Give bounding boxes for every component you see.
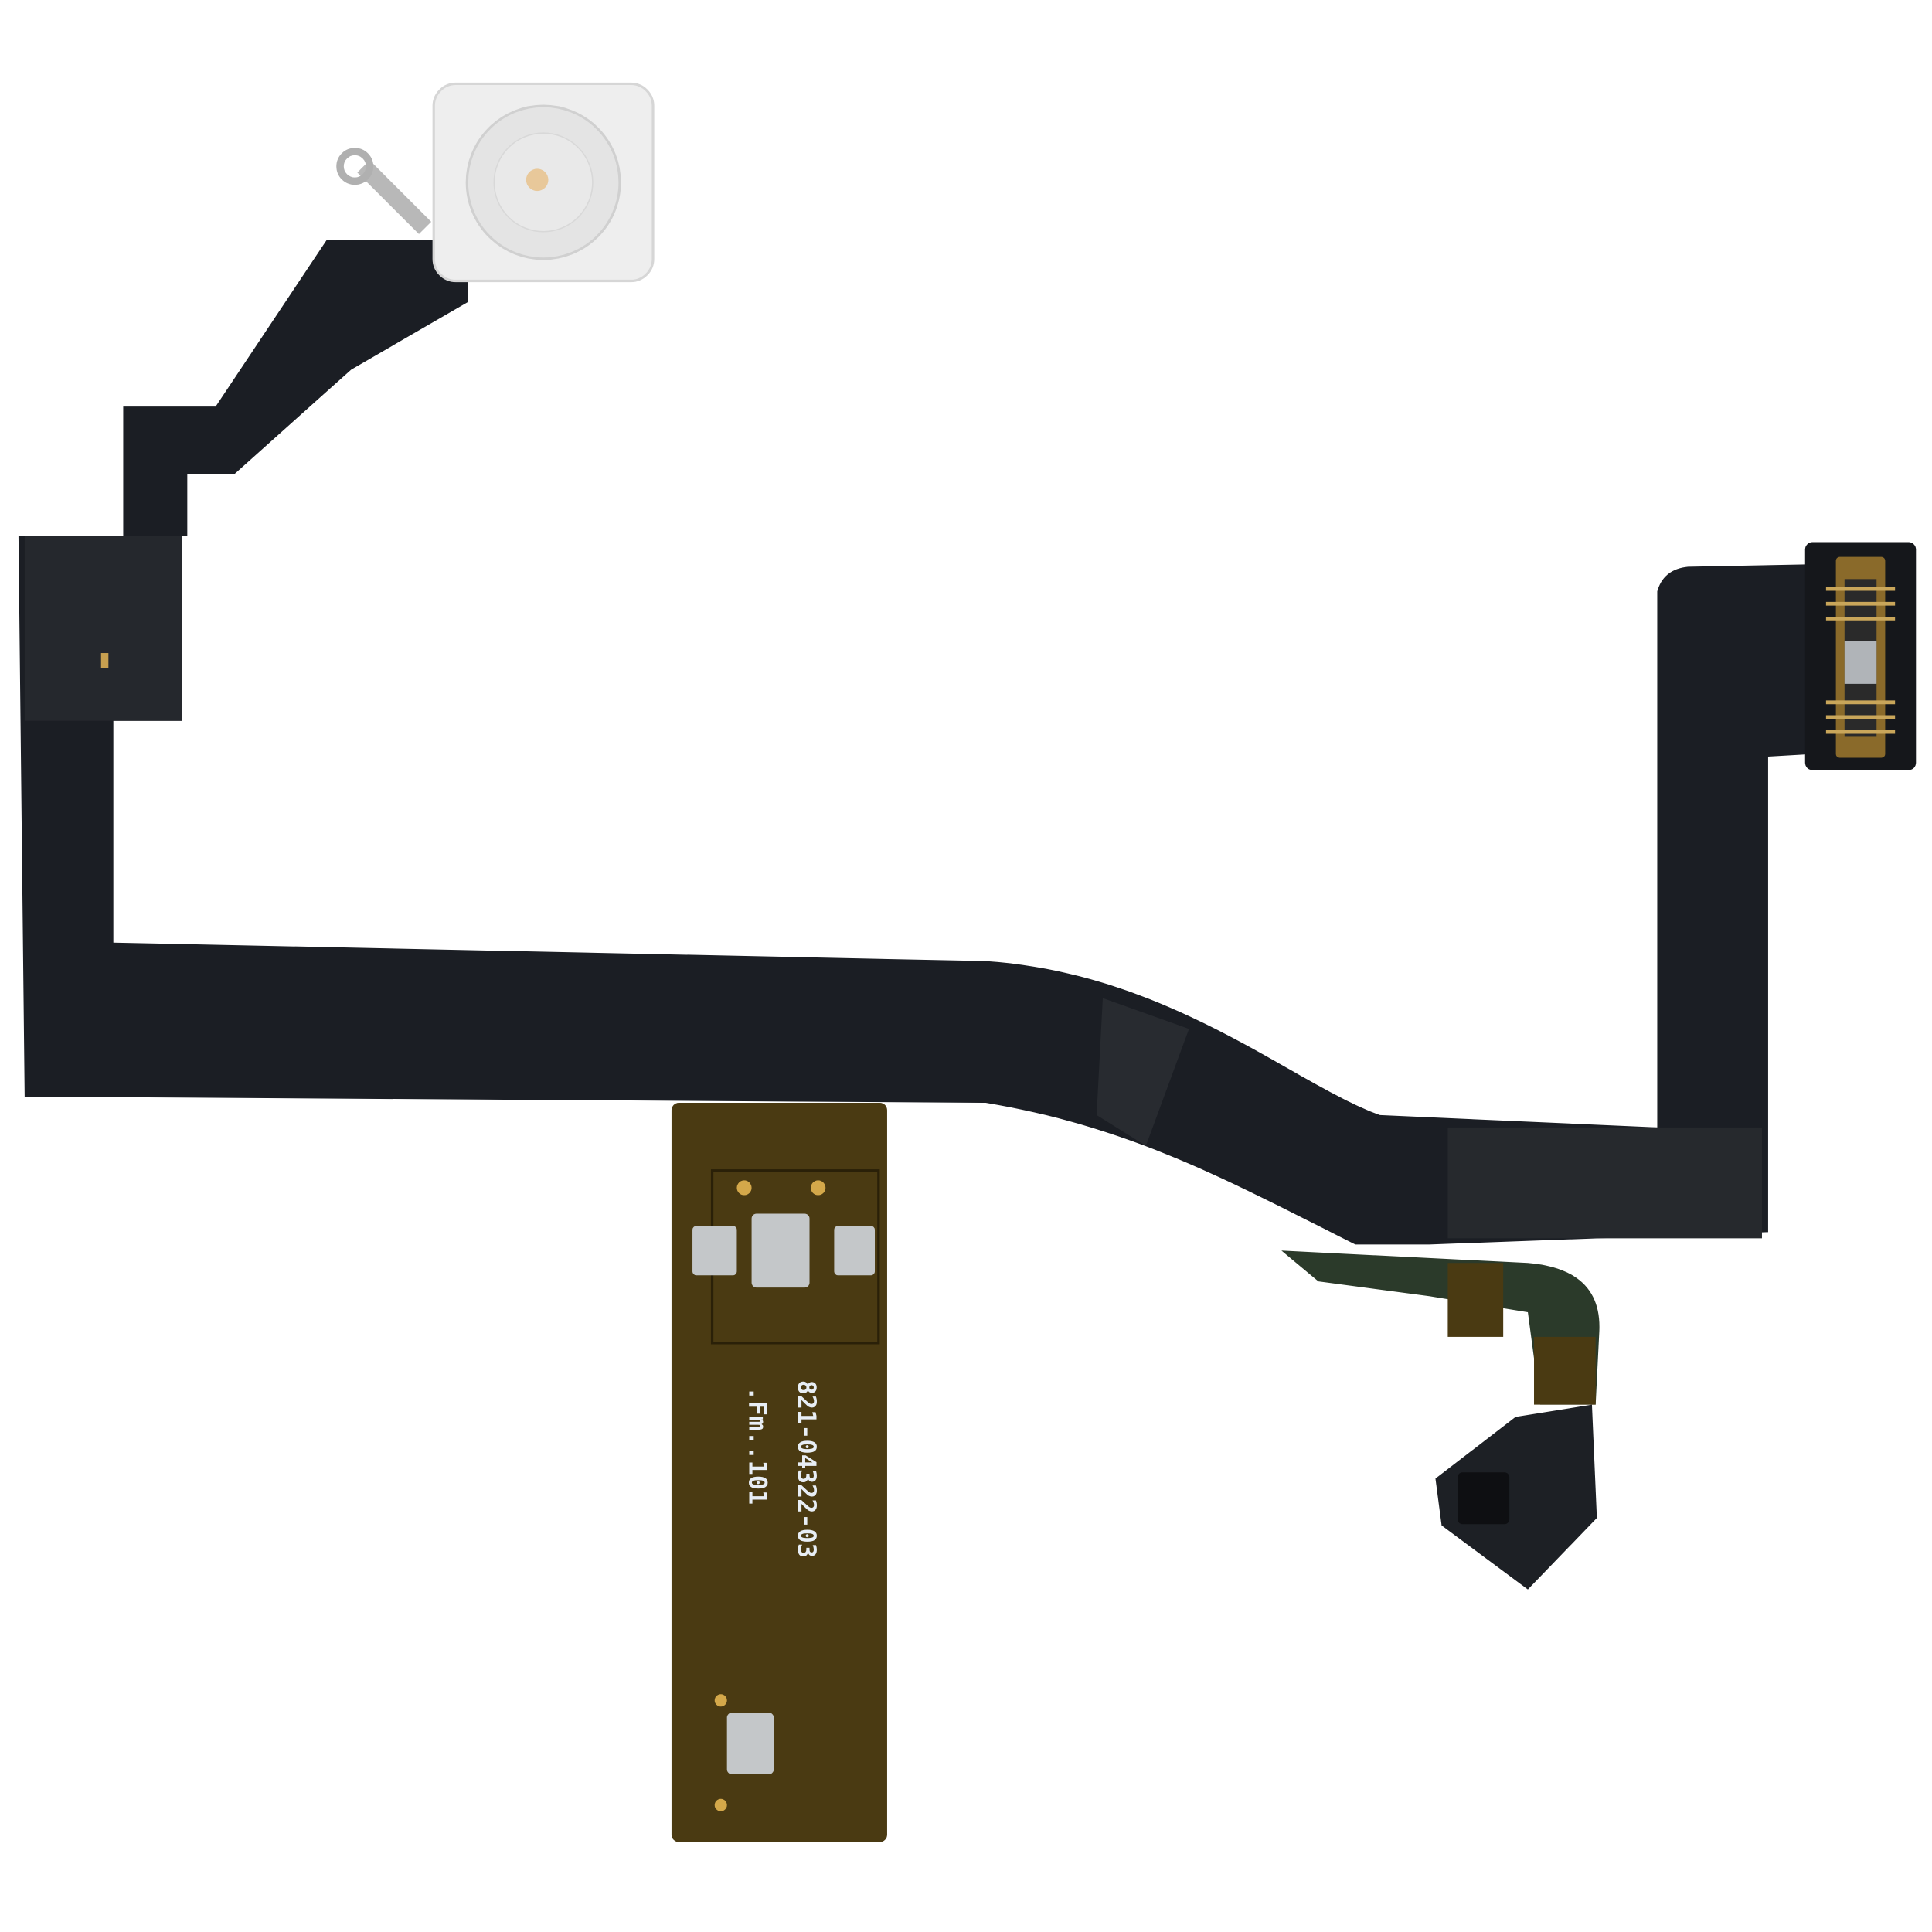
tail-stiffener: [1447, 1263, 1504, 1337]
contact-pad: [834, 1226, 876, 1276]
contact-pad: [751, 1213, 810, 1288]
tape-patch: [24, 536, 182, 721]
sensor-foot: [1435, 1404, 1597, 1590]
small-component: [100, 653, 109, 668]
connector-shield: [1844, 641, 1877, 684]
tail-stiffener: [1534, 1336, 1596, 1405]
gold-dot: [811, 1180, 826, 1196]
led-icon: [526, 168, 549, 192]
ground-ring-icon: [336, 148, 374, 185]
contact-pad: [726, 1713, 774, 1774]
tape-patch: [1097, 998, 1189, 1146]
gold-dot: [714, 1798, 727, 1811]
contact-pad: [692, 1226, 737, 1276]
ground-ring-tab: [357, 160, 432, 234]
flex-tail: [1281, 1250, 1600, 1405]
gold-stiffener-stem: [671, 1102, 887, 1842]
connector-pins: [1825, 587, 1896, 734]
gold-dot: [736, 1180, 752, 1196]
part-number-label: 821-04322-03: [792, 1380, 821, 1558]
tape-patch: [1447, 1127, 1762, 1239]
gold-dot: [714, 1694, 727, 1707]
sensor-chip: [1458, 1472, 1510, 1525]
secondary-marking-label: .Fm..101: [743, 1386, 772, 1505]
main-flex-cable: [18, 240, 1811, 1245]
